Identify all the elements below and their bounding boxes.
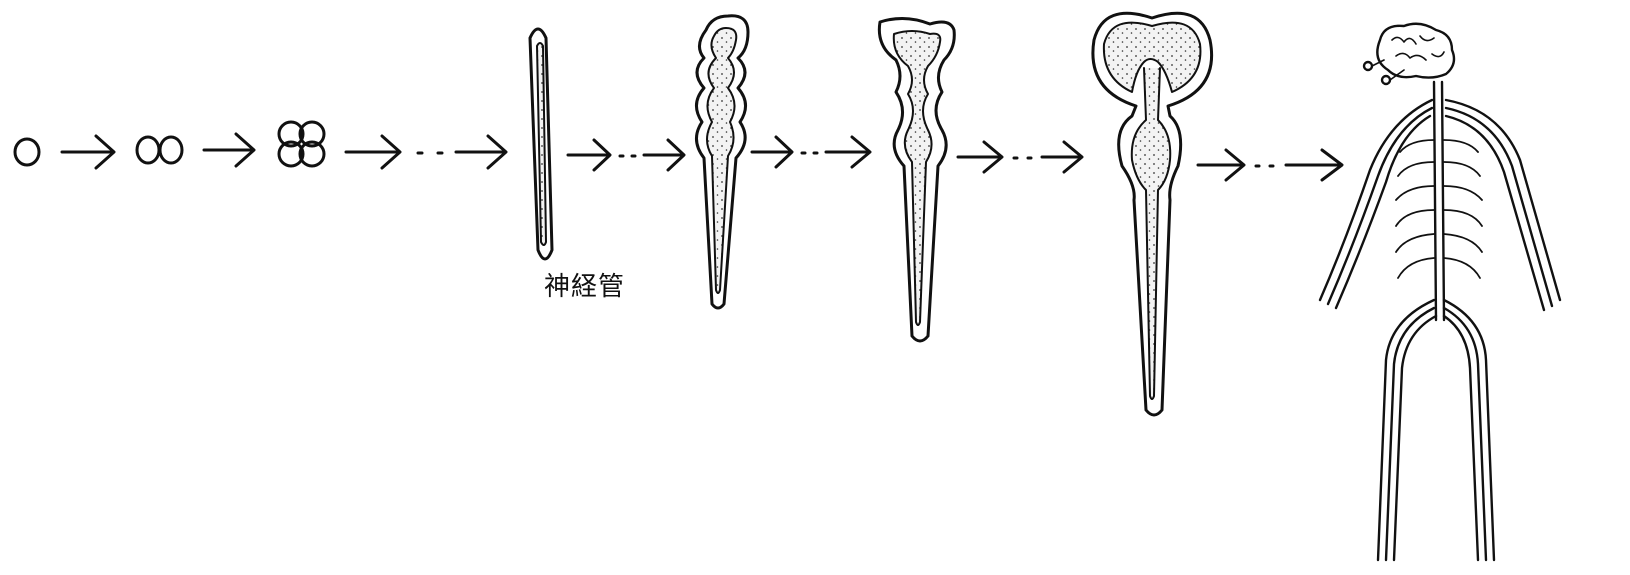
early-neural-vesicles: [696, 16, 748, 308]
arrow: [62, 136, 114, 168]
neural-tube-label: 神経管: [544, 266, 625, 303]
dotted-arrow: [752, 137, 870, 167]
two-cell-stage: [137, 137, 182, 163]
dotted-arrow: [958, 142, 1082, 172]
single-cell: [15, 139, 39, 165]
dotted-arrow: [568, 140, 684, 170]
mid-neural-vesicles: [879, 18, 954, 341]
four-cell-stage: [279, 122, 324, 166]
nervous-system: [1320, 24, 1560, 560]
arrow: [204, 134, 254, 166]
late-brain-vesicles: [1093, 13, 1212, 415]
neural-tube: [530, 29, 552, 259]
brain: [1377, 24, 1454, 78]
dotted-arrow: [1198, 150, 1342, 180]
dotted-arrow: [346, 136, 506, 168]
